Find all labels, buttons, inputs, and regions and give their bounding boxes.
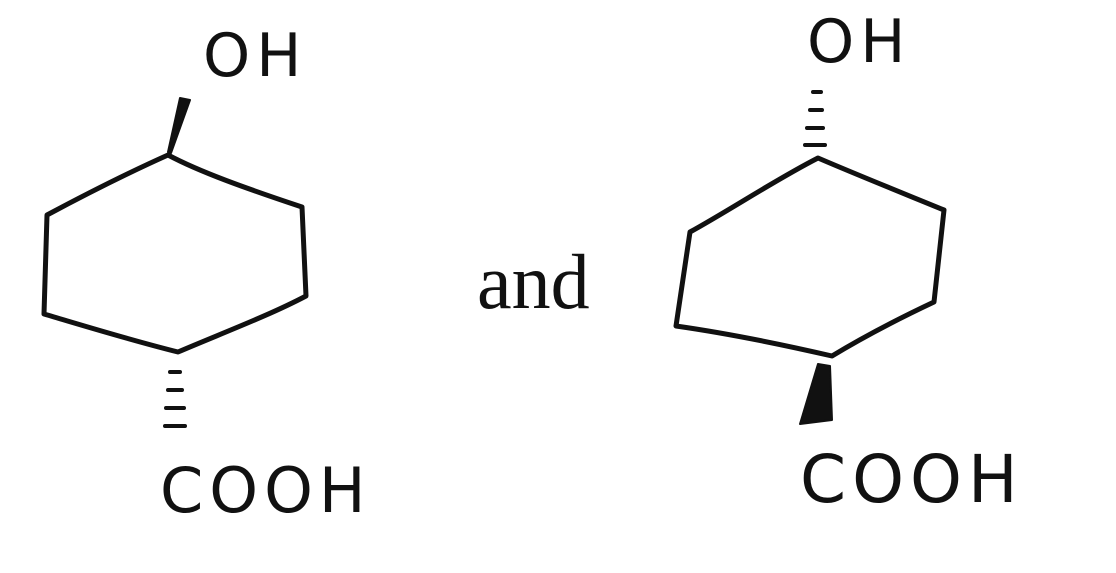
left-bottom-hash-bond [163,370,187,428]
right-top-hash-bond [803,90,827,147]
right-top-group-label: OH [807,7,911,77]
right-cyclohexane-ring [673,155,947,359]
molecule-right: OH COOH [673,7,1024,518]
left-bottom-group-label: COOH [160,454,372,527]
left-top-group-label: OH [203,21,307,91]
conjunction-label: and [477,238,590,325]
left-cyclohexane-ring [41,152,309,355]
right-bottom-wedge-bond [799,363,833,425]
right-bottom-group-label: COOH [800,441,1024,518]
left-top-wedge-bond [167,97,191,154]
molecule-left: OH COOH [41,21,372,527]
